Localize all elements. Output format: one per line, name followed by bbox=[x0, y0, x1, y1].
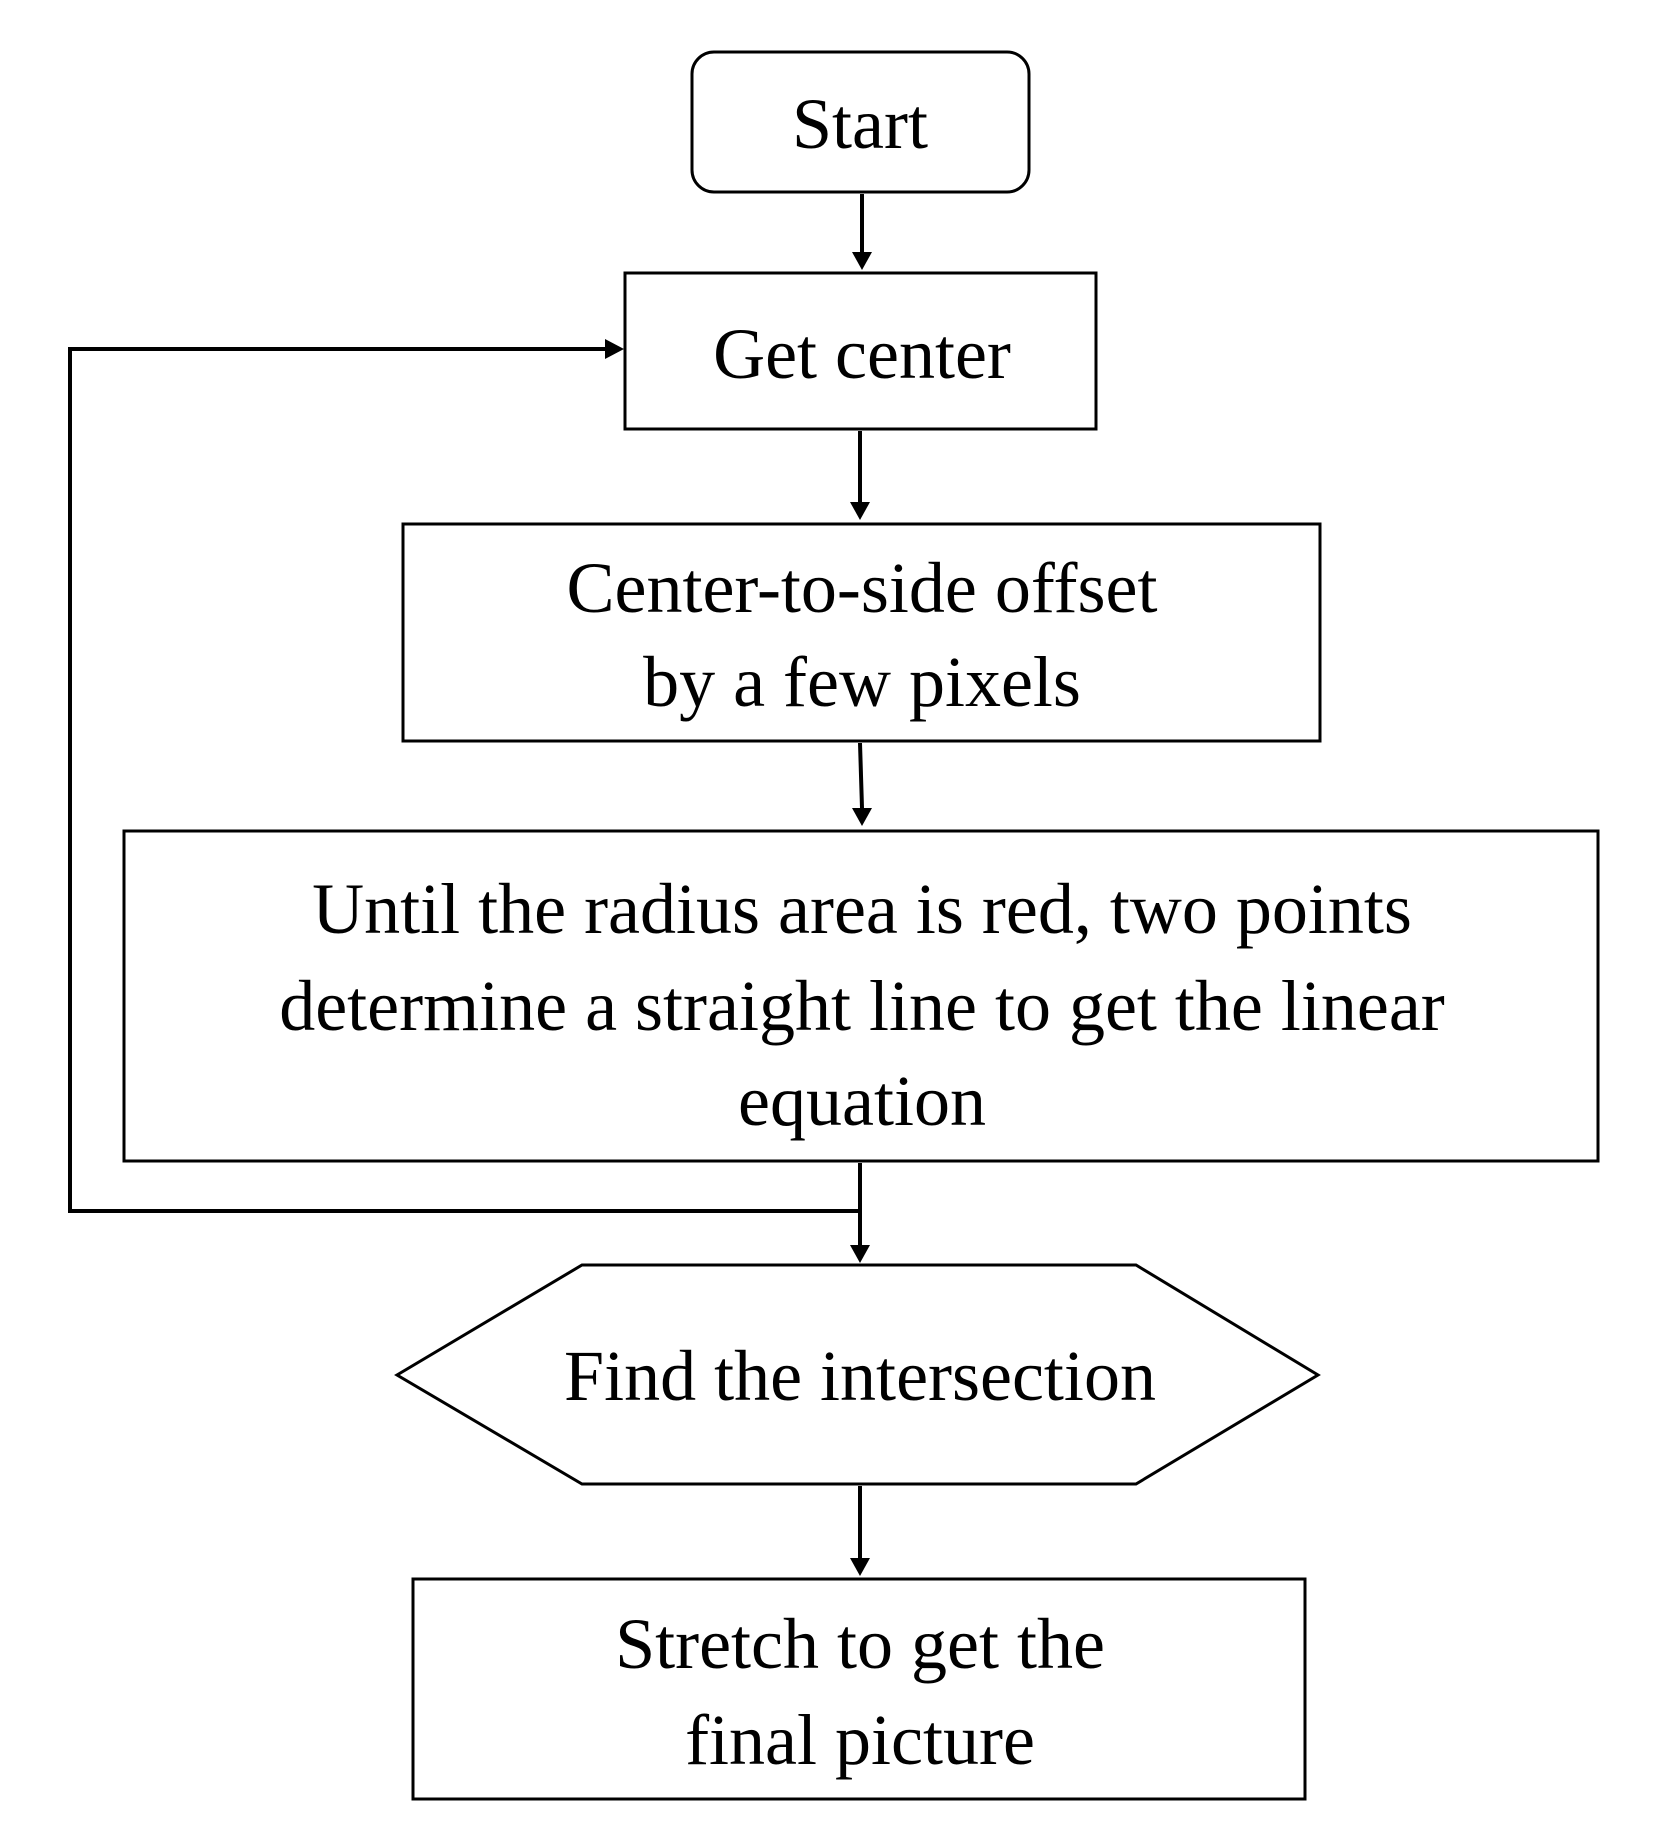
arrow-intersection-to-stretch bbox=[850, 1486, 870, 1576]
get-center-label: Get center bbox=[713, 314, 1011, 394]
intersection-label: Find the intersection bbox=[564, 1336, 1156, 1416]
until-label-line-2: determine a straight line to get the lin… bbox=[279, 966, 1445, 1046]
start-label: Start bbox=[792, 84, 928, 164]
arrow-offset-to-until bbox=[852, 742, 872, 826]
offset-label-line-2: by a few pixels bbox=[643, 642, 1081, 722]
arrow-get-center-to-offset bbox=[850, 431, 870, 520]
start-node: Start bbox=[690, 50, 1031, 194]
intersection-node: Find the intersection bbox=[394, 1263, 1321, 1486]
arrow-start-to-get-center bbox=[852, 194, 872, 270]
offset-label-line-1: Center-to-side offset bbox=[566, 548, 1157, 628]
stretch-node: Stretch to get the final picture bbox=[411, 1577, 1307, 1801]
stretch-label-line-1: Stretch to get the bbox=[615, 1604, 1105, 1684]
stretch-label-line-2: final picture bbox=[685, 1700, 1035, 1780]
offset-node: Center-to-side offset by a few pixels bbox=[401, 522, 1322, 743]
loop-back-connector bbox=[68, 339, 862, 1213]
until-label-line-3: equation bbox=[738, 1061, 986, 1141]
until-node: Until the radius area is red, two points… bbox=[122, 829, 1600, 1163]
get-center-node: Get center bbox=[623, 271, 1098, 431]
arrow-until-to-intersection bbox=[850, 1211, 870, 1263]
until-label-line-1: Until the radius area is red, two points bbox=[312, 869, 1412, 949]
